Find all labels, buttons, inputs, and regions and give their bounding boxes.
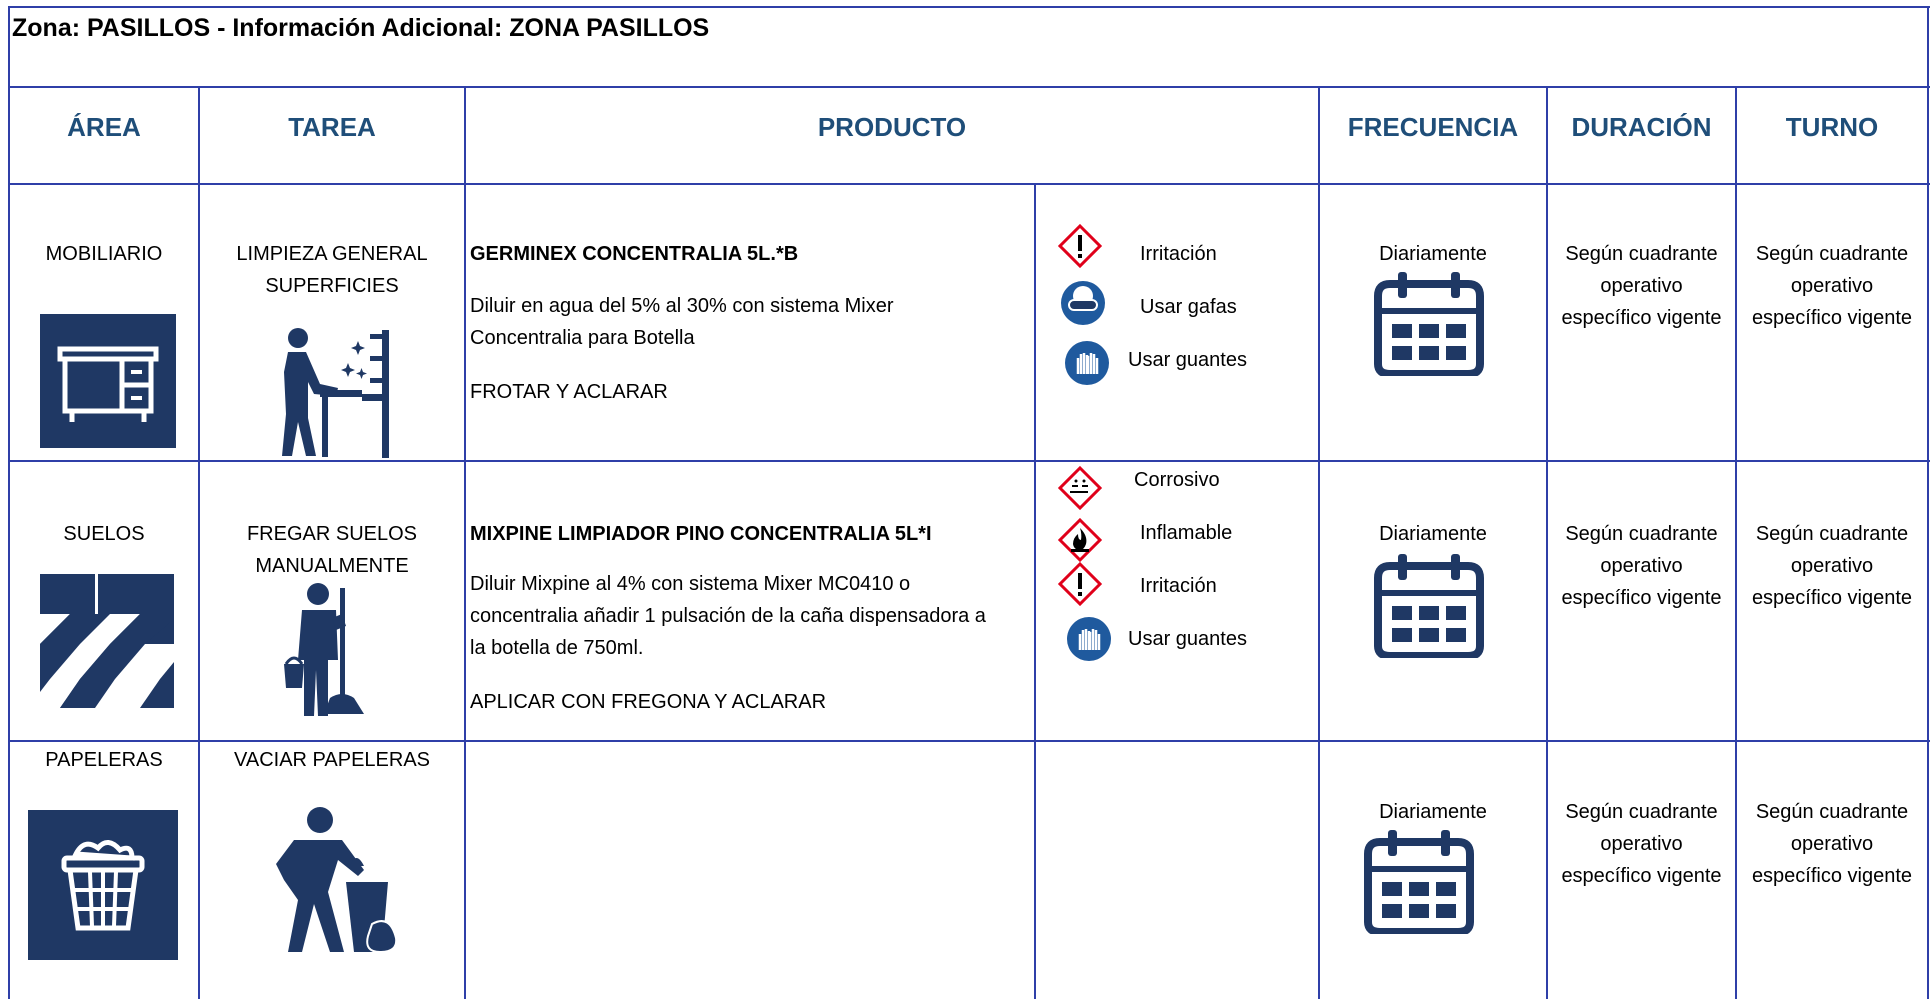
calendar-icon: [1362, 826, 1476, 936]
col-sep-5: [1546, 86, 1548, 999]
row2-duracion-3: específico vigente: [1561, 587, 1722, 609]
col-sep-3: [1034, 183, 1036, 999]
row1-product-line-2: Concentralia para Botella: [470, 327, 695, 349]
row3-turno-2: operativo: [1790, 833, 1874, 855]
border-top: [8, 6, 1930, 8]
emptying-bin-person-icon: [264, 804, 404, 954]
row2-product-line-3: la botella de 750ml.: [470, 637, 644, 659]
row1-hazard-label-2: Usar gafas: [1140, 296, 1237, 318]
row1-tarea-label-1: LIMPIEZA GENERAL: [236, 243, 428, 265]
header-tarea: TAREA: [288, 111, 376, 142]
calendar-icon: [1372, 550, 1486, 660]
row1-area-label: MOBILIARIO: [45, 243, 163, 265]
col-sep-4: [1318, 86, 1320, 999]
wastebasket-icon: [28, 810, 178, 960]
row3-frecuencia: Diariamente: [1379, 801, 1487, 823]
row2-hazard-label-2: Inflamable: [1140, 522, 1233, 544]
row2-turno-1: Según cuadrante: [1755, 523, 1909, 545]
row2-product-line-4: APLICAR CON FREGONA Y ACLARAR: [470, 691, 827, 713]
header-area: ÁREA: [67, 111, 141, 142]
col-sep-2: [464, 86, 466, 999]
row3-duracion-3: específico vigente: [1561, 865, 1722, 887]
row1-product-line-3: FROTAR Y ACLARAR: [470, 381, 668, 403]
exclamation-hazard-icon: [1057, 223, 1103, 273]
row2-turno-3: específico vigente: [1751, 587, 1913, 609]
mopping-person-icon: [280, 580, 390, 718]
corrosive-hazard-icon: [1057, 465, 1103, 515]
row2-tarea-label-1: FREGAR SUELOS: [246, 523, 418, 545]
row2-turno-2: operativo: [1790, 555, 1874, 577]
row2-area-label: SUELOS: [63, 523, 145, 545]
calendar-icon: [1372, 268, 1486, 378]
row2-product-line-2: concentralia añadir 1 pulsación de la ca…: [470, 605, 986, 627]
desk-icon: [40, 314, 176, 448]
row1-turno-3: específico vigente: [1751, 307, 1913, 329]
border-header-bottom: [8, 183, 1930, 185]
row3-turno-3: específico vigente: [1751, 865, 1913, 887]
border-title-bottom: [8, 86, 1930, 88]
row2-duracion-2: operativo: [1600, 555, 1683, 577]
row3-duracion-1: Según cuadrante: [1565, 801, 1718, 823]
goggles-icon: [1060, 280, 1106, 331]
header-producto: PRODUCTO: [817, 111, 967, 142]
border-row2-bottom: [8, 740, 1930, 742]
row2-tarea-label-2: MANUALMENTE: [255, 555, 409, 577]
row1-turno-2: operativo: [1790, 275, 1874, 297]
border-left: [8, 6, 10, 999]
row2-duracion-1: Según cuadrante: [1565, 523, 1718, 545]
row1-product-line-1: Diluir en agua del 5% al 30% con sistema…: [470, 295, 894, 317]
border-right: [1927, 6, 1929, 999]
row3-area-label: PAPELERAS: [45, 749, 163, 771]
row1-frecuencia: Diariamente: [1379, 243, 1487, 265]
border-row1-bottom: [8, 460, 1930, 462]
flame-hazard-icon: [1057, 517, 1103, 567]
gloves-icon: [1066, 616, 1112, 667]
row1-hazard-label-3: Usar guantes: [1128, 349, 1247, 371]
col-sep-1: [198, 86, 200, 999]
row1-duracion-2: operativo: [1600, 275, 1683, 297]
row2-hazard-label-1: Corrosivo: [1134, 469, 1220, 491]
row3-duracion-2: operativo: [1600, 833, 1683, 855]
page-title: Zona: PASILLOS - Información Adicional: …: [12, 14, 710, 42]
row1-product-name: GERMINEX CONCENTRALIA 5L.*B: [470, 243, 799, 265]
row1-duracion-3: específico vigente: [1561, 307, 1722, 329]
row2-product-name: MIXPINE LIMPIADOR PINO CONCENTRALIA 5L*I: [470, 523, 932, 545]
row2-product-line-1: Diluir Mixpine al 4% con sistema Mixer M…: [470, 573, 911, 595]
row1-duracion-1: Según cuadrante: [1565, 243, 1718, 265]
col-sep-6: [1735, 86, 1737, 999]
row2-frecuencia: Diariamente: [1379, 523, 1487, 545]
row2-hazard-label-3: Irritación: [1140, 575, 1217, 597]
exclamation-hazard-icon: [1057, 561, 1103, 611]
row1-turno-1: Según cuadrante: [1755, 243, 1909, 265]
cleaning-person-icon: [262, 322, 398, 458]
row3-turno-1: Según cuadrante: [1755, 801, 1909, 823]
header-frecuencia: FRECUENCIA: [1347, 111, 1519, 142]
gloves-icon: [1064, 340, 1110, 391]
row1-tarea-label-2: SUPERFICIES: [265, 275, 399, 297]
checkered-floor-icon: [40, 574, 174, 708]
row3-tarea-label: VACIAR PAPELERAS: [234, 749, 430, 771]
header-turno: TURNO: [1785, 111, 1879, 142]
row1-hazard-label-1: Irritación: [1140, 243, 1217, 265]
header-duracion: DURACIÓN: [1571, 111, 1712, 142]
row2-hazard-label-4: Usar guantes: [1128, 628, 1247, 650]
